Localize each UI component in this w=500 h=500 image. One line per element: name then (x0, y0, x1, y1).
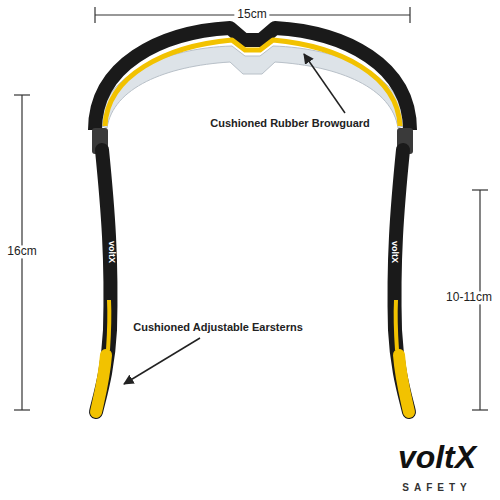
cushioned-eartstern (96, 355, 106, 412)
dimension-label: 16cm (4, 245, 39, 258)
dimension-lines (14, 7, 488, 410)
eartstern-strip (108, 300, 109, 350)
part-label: Cushioned Adjustable Earsterns (133, 321, 303, 333)
frame-logo: voltX (389, 241, 399, 263)
brand-tagline: SAFETY (402, 482, 471, 493)
part-label: Cushioned Rubber Browguard (210, 117, 370, 129)
dimension-label: 10-11cm (443, 291, 495, 304)
cushioned-eartstern (399, 355, 409, 412)
dimension-label: 15cm (234, 8, 269, 21)
leader-arrow (304, 54, 345, 113)
left-temple (96, 150, 111, 412)
leader-arrow (124, 338, 200, 384)
right-temple (394, 150, 409, 412)
rubber-browguard (105, 40, 400, 126)
front-frame (95, 28, 410, 130)
frame-logo: voltX (106, 241, 116, 263)
eartstern-strip (396, 300, 397, 350)
brand-logo: voltX (398, 440, 476, 475)
